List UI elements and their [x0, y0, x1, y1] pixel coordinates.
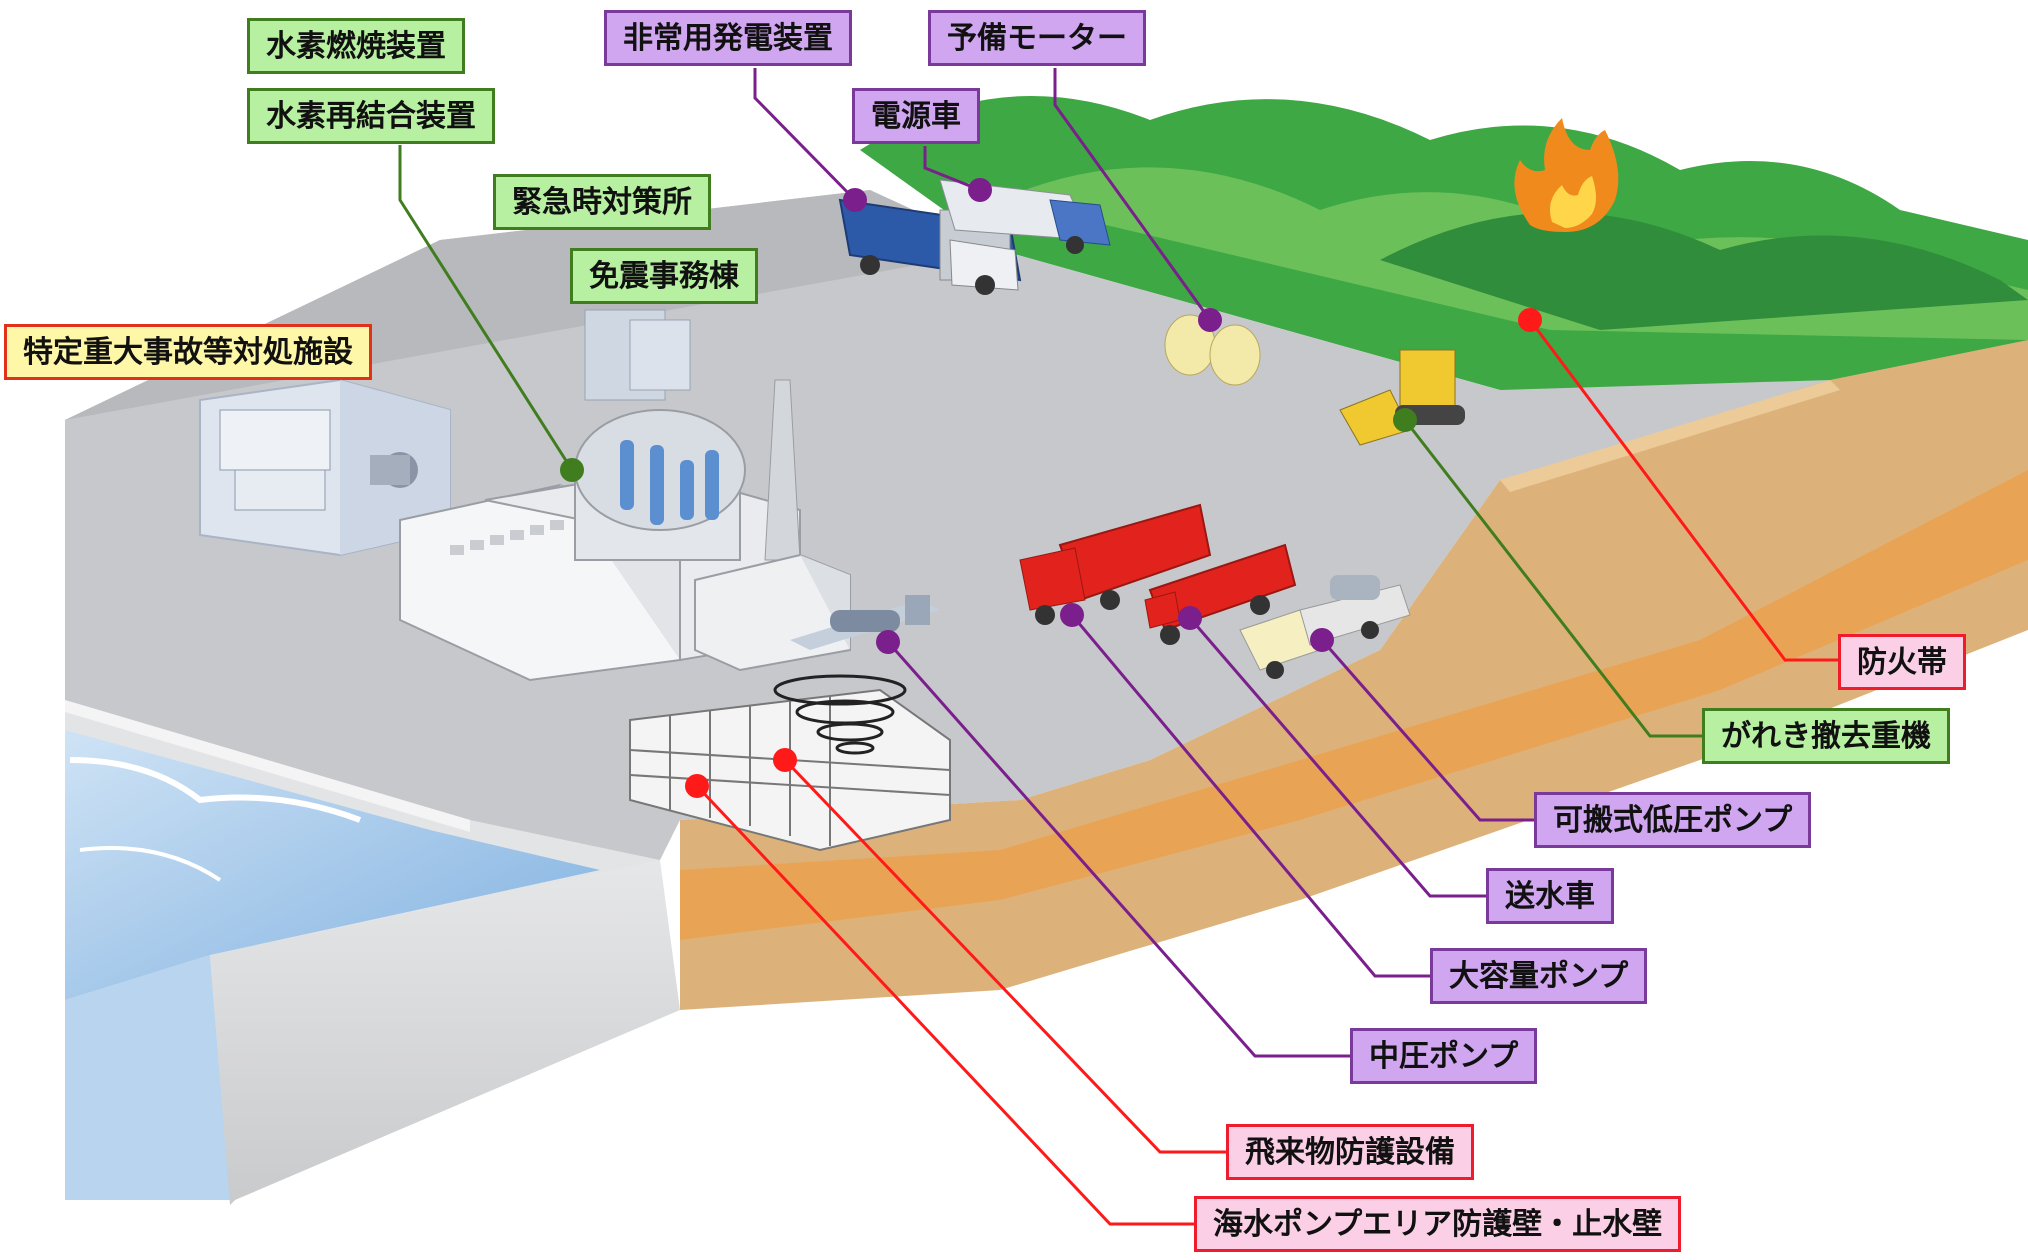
fire-icon	[1514, 118, 1619, 232]
leader-flying-object-guard	[783, 758, 1226, 1154]
label-debris-removal: がれき撤去重機	[1702, 708, 1950, 764]
label-spare-motor: 予備モーター	[928, 10, 1146, 66]
label-special-facility: 特定重大事故等対処施設	[4, 324, 372, 380]
special-facility-building	[199, 378, 451, 557]
leader-hydrogen-recombiner-dot	[560, 458, 584, 482]
medium-pressure-pump	[790, 595, 940, 650]
label-seismic-building: 免震事務棟	[570, 248, 758, 304]
leader-debris-removal-dot	[1393, 408, 1417, 432]
leader-flying-object-guard-dot	[773, 748, 797, 772]
label-hydrogen-combustion: 水素燃焼装置	[247, 18, 465, 74]
label-emergency-office: 緊急時対策所	[493, 174, 711, 230]
label-emergency-generator: 非常用発電装置	[604, 10, 852, 66]
label-firebreak: 防火帯	[1838, 634, 1966, 690]
label-portable-pump: 可搬式低圧ポンプ	[1534, 792, 1812, 848]
label-hydrogen-recombiner: 水素再結合装置	[247, 88, 495, 144]
label-power-truck: 電源車	[852, 88, 980, 144]
leader-portable-pump	[1320, 639, 1534, 822]
leader-seawater-pump-wall	[695, 784, 1194, 1226]
leader-medium-pump-dot	[876, 630, 900, 654]
leader-emergency-generator-dot	[843, 188, 867, 212]
label-medium-pump: 中圧ポンプ	[1350, 1028, 1538, 1084]
leader-large-pump-dot	[1060, 603, 1084, 627]
leader-firebreak-dot	[1518, 308, 1542, 332]
leader-seawater-pump-wall-dot	[685, 774, 709, 798]
leader-water-truck	[1188, 617, 1486, 898]
sea	[65, 700, 660, 1200]
leader-power-truck-dot	[968, 178, 992, 202]
label-large-pump: 大容量ポンプ	[1430, 948, 1648, 1004]
label-water-truck: 送水車	[1486, 868, 1614, 924]
leader-large-pump	[1070, 614, 1430, 978]
leader-firebreak	[1528, 319, 1838, 662]
label-seawater-pump-wall: 海水ポンプエリア防護壁・止水壁	[1194, 1196, 1682, 1252]
spare-motors	[1164, 314, 1261, 386]
red-trucks	[1019, 503, 1297, 645]
portable-pump-truck	[1239, 575, 1411, 679]
leader-spare-motor	[1053, 68, 1212, 321]
leader-spare-motor-dot	[1198, 308, 1222, 332]
green-hills	[860, 96, 2028, 390]
leader-debris-removal	[1403, 419, 1702, 738]
leader-hydrogen-recombiner	[398, 145, 574, 471]
sea-wall	[210, 860, 680, 1205]
bulldozer	[1339, 349, 1465, 446]
leader-emergency-generator	[753, 68, 857, 202]
leader-power-truck	[923, 146, 981, 192]
leader-portable-pump-dot	[1310, 628, 1334, 652]
leader-water-truck-dot	[1178, 606, 1202, 630]
leader-lines	[398, 68, 1838, 1226]
label-flying-object-guard: 飛来物防護設備	[1226, 1124, 1474, 1180]
leader-medium-pump	[886, 641, 1350, 1058]
